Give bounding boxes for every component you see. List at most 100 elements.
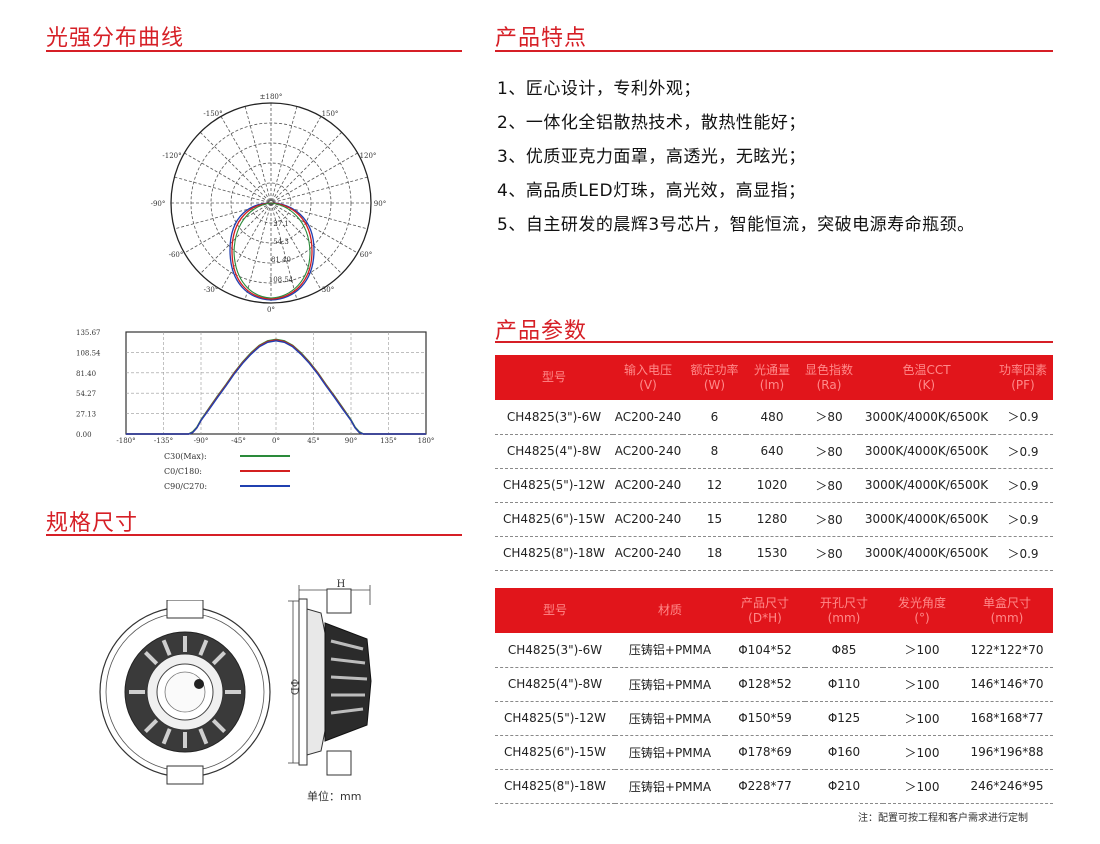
- polar-label-right-120: 120°: [360, 152, 377, 160]
- electrical-spec-table: 型号输入电压(V)额定功率(W)光通量(lm)显色指数(Ra)色温CCT(K)功…: [495, 355, 1053, 571]
- header-text: (mm): [990, 610, 1024, 625]
- table-cell: 3000K/4000K/6500K: [860, 400, 993, 435]
- table-cell: 196*196*88: [961, 735, 1053, 770]
- chart-series-line: [126, 340, 426, 435]
- side-view-drawing: H ΦD: [288, 579, 372, 776]
- polar-radius-label: 27.1: [273, 220, 289, 228]
- polar-radius-label: 54.3: [273, 238, 289, 246]
- chart-x-tick-label: 180°: [418, 437, 435, 445]
- chart-legend-label: C90/C270:: [164, 482, 207, 491]
- table-cell: CH4825(4")-8W: [495, 434, 613, 469]
- table-cell: ＞80: [798, 502, 860, 537]
- table-cell: 压铸铝+PMMA: [615, 769, 725, 804]
- table-cell: ＞80: [798, 400, 860, 435]
- chart-x-tick-label: 90°: [345, 437, 357, 445]
- size-section-title: 规格尺寸: [46, 511, 139, 536]
- chart-y-tick-label: 135.67: [76, 329, 101, 337]
- table-cell: ＞100: [883, 633, 961, 668]
- table-cell: 480: [746, 400, 798, 435]
- table-cell: Φ150*59: [725, 701, 805, 736]
- table-cell: AC200-240: [613, 502, 683, 537]
- table-cell: CH4825(3")-6W: [495, 633, 615, 668]
- table-cell: 122*122*70: [961, 633, 1053, 668]
- curve-section-title: 光强分布曲线: [46, 26, 185, 51]
- table-cell: 压铸铝+PMMA: [615, 735, 725, 770]
- polar-label-left-90: -90°: [151, 200, 166, 208]
- table-cell: 8: [683, 434, 746, 469]
- chart-x-tick-label: -45°: [231, 437, 246, 445]
- table-header-cell: 额定功率(W): [683, 355, 746, 400]
- table-header-cell: 发光角度(°): [883, 588, 961, 633]
- header-text: (K): [917, 377, 936, 392]
- table-cell: 246*246*95: [961, 769, 1053, 804]
- table-cell: CH4825(5")-12W: [495, 701, 615, 736]
- table-cell: Φ178*69: [725, 735, 805, 770]
- table-header-cell: 光通量(lm): [746, 355, 798, 400]
- table-cell: AC200-240: [613, 400, 683, 435]
- params-section-divider: [495, 341, 1053, 343]
- line-chart: 135.67108.5481.4054.2727.130.00-180°-135…: [76, 329, 435, 491]
- table-cell: Φ104*52: [725, 633, 805, 668]
- header-text: (PF): [1011, 377, 1035, 392]
- table-cell: Φ85: [805, 633, 883, 668]
- table-cell: ＞0.9: [993, 434, 1053, 469]
- polar-label-right-60: 60°: [360, 251, 372, 259]
- table-cell: CH4825(5")-12W: [495, 468, 613, 503]
- polar-label-right-30: 30°: [322, 286, 334, 294]
- table-header-cell: 功率因素(PF): [993, 355, 1053, 400]
- table-cell: ＞0.9: [993, 536, 1053, 571]
- polar-label-left-60: -60°: [169, 251, 184, 259]
- table-cell: CH4825(8")-18W: [495, 536, 613, 571]
- polar-label-left-120: -120°: [162, 152, 181, 160]
- table-cell: 3000K/4000K/6500K: [860, 536, 993, 571]
- table-header-cell: 型号: [495, 355, 613, 400]
- feature-item: 5、自主研发的晨辉3号芯片，智能恒流，突破电源寿命瓶颈。: [497, 215, 975, 235]
- unit-label: 单位：mm: [307, 790, 362, 803]
- table-cell: CH4825(4")-8W: [495, 667, 615, 702]
- params-section-title: 产品参数: [495, 319, 588, 344]
- chart-y-tick-label: 0.00: [76, 431, 92, 439]
- height-dimension-label: H: [337, 579, 346, 590]
- table-cell: Φ160: [805, 735, 883, 770]
- table-cell: 3000K/4000K/6500K: [860, 468, 993, 503]
- table-cell: ＞100: [883, 735, 961, 770]
- chart-x-tick-label: -180°: [116, 437, 135, 445]
- header-text: (mm): [827, 610, 861, 625]
- table-cell: 640: [746, 434, 798, 469]
- chart-y-tick-label: 27.13: [76, 411, 96, 419]
- table-header-cell: 开孔尺寸(mm): [805, 588, 883, 633]
- table-header-cell: 材质: [615, 588, 725, 633]
- header-text: 发光角度: [897, 595, 946, 610]
- header-text: (V): [639, 377, 657, 392]
- features-section-divider: [495, 50, 1053, 52]
- table-header-cell: 单盒尺寸(mm): [961, 588, 1053, 633]
- feature-item: 1、匠心设计，专利外观；: [497, 79, 701, 99]
- header-text: (°): [914, 610, 930, 625]
- table-header-cell: 型号: [495, 588, 615, 633]
- footnote: 注：配置可按工程和客户需求进行定制: [858, 813, 1028, 824]
- table-cell: CH4825(3")-6W: [495, 400, 613, 435]
- chart-x-tick-label: 135°: [380, 437, 397, 445]
- table-cell: 1530: [746, 536, 798, 571]
- table-cell: ＞80: [798, 536, 860, 571]
- header-text: 材质: [657, 603, 682, 617]
- table-cell: Φ110: [805, 667, 883, 702]
- table-cell: AC200-240: [613, 468, 683, 503]
- table-cell: 18: [683, 536, 746, 571]
- chart-x-tick-label: -135°: [154, 437, 173, 445]
- polar-curve-c30: [233, 202, 311, 299]
- header-text: (D*H): [748, 610, 782, 625]
- polar-label-right-90: 90°: [374, 200, 386, 208]
- chart-x-tick-label: -90°: [194, 437, 209, 445]
- table-cell: ＞80: [798, 434, 860, 469]
- header-text: 显色指数: [804, 362, 853, 377]
- feature-item: 2、一体化全铝散热技术，散热性能好；: [497, 113, 806, 133]
- header-text: 单盒尺寸: [982, 595, 1031, 610]
- table-cell: ＞100: [883, 667, 961, 702]
- header-text: 色温CCT: [902, 362, 951, 377]
